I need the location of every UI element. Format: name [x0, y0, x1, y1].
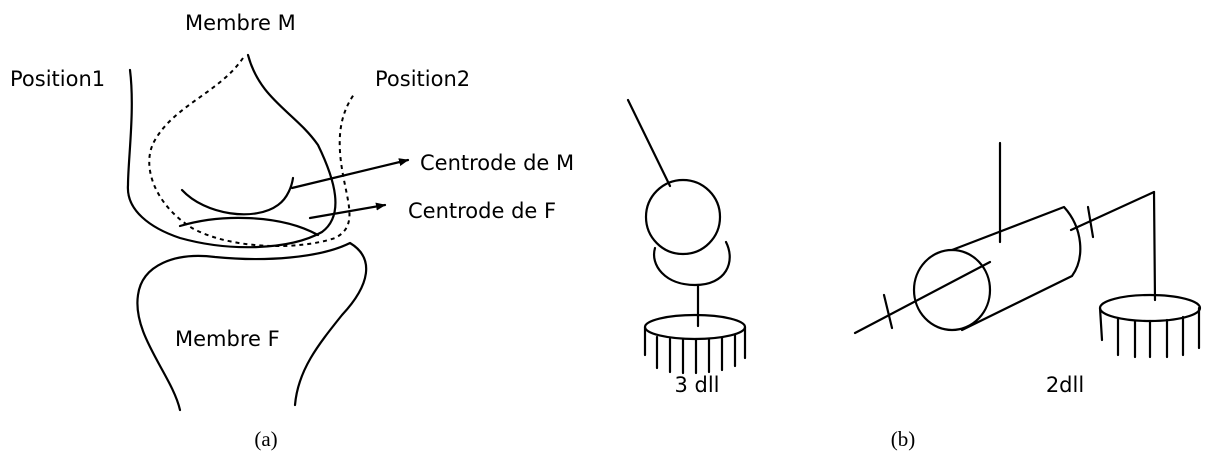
label-centrode-f: Centrode de F [408, 199, 556, 223]
axis-tick-right [1086, 205, 1095, 239]
label-3-dof: 3 dll [674, 373, 719, 397]
cylinder-ground-hatch [1098, 306, 1201, 359]
centrode-m-curve [180, 176, 295, 216]
spherical-ground-hatch [643, 325, 747, 375]
panel-b: 3 dll 2dll (b) [626, 98, 1202, 451]
arrow-centrode-m [290, 158, 410, 190]
label-position1: Position1 [10, 67, 105, 91]
caption-b: (b) [891, 427, 916, 451]
panel-a: Membre M Position1 Position2 Centrode de… [10, 11, 574, 451]
cylindrical-joint: 2dll [853, 141, 1202, 397]
caption-a: (a) [254, 427, 277, 451]
spherical-upper-link [626, 98, 672, 188]
centrode-f-curve [178, 216, 320, 237]
spherical-socket [652, 240, 731, 287]
cylinder-ground [1098, 293, 1202, 323]
cylinder-body [950, 205, 1082, 332]
label-2-dof: 2dll [1046, 373, 1084, 397]
member-f-outline [136, 241, 368, 412]
axis-tick-left [882, 293, 894, 330]
cylinder-end-face [912, 248, 992, 332]
spherical-ball [644, 178, 722, 256]
cylinder-right-link [1069, 190, 1156, 232]
label-position2: Position2 [375, 67, 470, 91]
cylinder-axis [853, 260, 992, 335]
label-member-f: Membre F [175, 327, 280, 351]
spherical-ground [643, 313, 747, 341]
label-member-m: Membre M [185, 11, 296, 35]
label-centrode-m: Centrode de M [420, 151, 574, 175]
spherical-joint: 3 dll [626, 98, 747, 397]
cylinder-drop-link [1152, 190, 1157, 302]
member-m-position2-outline [148, 57, 356, 247]
arrow-centrode-f [308, 202, 387, 220]
